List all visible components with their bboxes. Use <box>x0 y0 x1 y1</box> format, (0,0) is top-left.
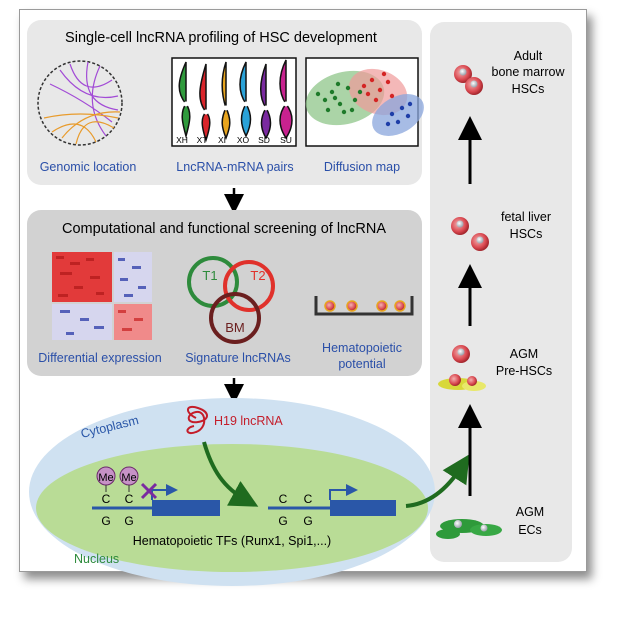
panel-mid: Computational and functional screening o… <box>27 210 422 376</box>
stage-fl-line-2: HSCs <box>510 227 543 241</box>
nucleus-label: Nucleus <box>74 552 119 566</box>
base-c-1: C <box>102 492 111 506</box>
caption-signature-lncrnas: Signature lncRNAs <box>185 351 291 365</box>
base-c-4: C <box>304 492 313 506</box>
stage-adult-bm-hsc: Adult bone marrow HSCs <box>454 49 565 96</box>
base-c-3: C <box>279 492 288 506</box>
violin-plot: XH XT XI XO SD SU <box>171 57 297 147</box>
gene-active: C C G G <box>268 484 396 528</box>
violin-label-su: SU <box>280 135 292 145</box>
base-g-3: G <box>278 514 287 528</box>
venn-label-t1: T1 <box>202 268 217 283</box>
stage-adult-line-1: Adult <box>514 49 543 63</box>
methyl-label-2: Me <box>121 472 136 484</box>
panel-bottom: Cytoplasm Nucleus H19 lncRNA Me Me C C G… <box>29 398 470 586</box>
stage-adult-line-3: HSCs <box>512 82 545 96</box>
gene-to-stage-arrow <box>405 454 470 508</box>
stage-fl-line-1: fetal liver <box>501 210 551 224</box>
panel-top: Single-cell lncRNA profiling of HSC deve… <box>27 20 424 185</box>
diffusion-map <box>305 57 424 147</box>
caption-differential-expression: Differential expression <box>38 351 161 365</box>
methyl-label-1: Me <box>98 472 113 484</box>
base-g-2: G <box>124 514 133 528</box>
stage-pre-line-1: AGM <box>510 347 538 361</box>
base-c-2: C <box>125 492 134 506</box>
panel-mid-title: Computational and functional screening o… <box>62 221 386 237</box>
stage-pre-line-2: Pre-HSCs <box>496 364 552 378</box>
caption-hematopoietic: Hematopoietic <box>322 341 402 355</box>
violin-label-xh: XH <box>176 135 188 145</box>
stage-ec-line-2: ECs <box>518 523 542 537</box>
violin-label-xo: XO <box>237 135 250 145</box>
venn-label-bm: BM <box>225 320 245 335</box>
venn-diagram: T1 T2 BM <box>187 256 275 344</box>
base-g-1: G <box>101 514 110 528</box>
heatmap <box>52 252 152 340</box>
lncrna-label: H19 lncRNA <box>214 414 283 428</box>
caption-diffusion-map: Diffusion map <box>324 160 400 174</box>
stage-agm-pre-hsc: AGM Pre-HSCs <box>438 345 552 391</box>
violin-label-xi: XI <box>218 135 226 145</box>
stage-ec-line-1: AGM <box>516 505 544 519</box>
venn-label-t2: T2 <box>250 268 265 283</box>
caption-potential: potential <box>338 357 385 371</box>
stage-adult-line-2: bone marrow <box>492 65 566 79</box>
base-g-4: G <box>303 514 312 528</box>
lncrna-squiggle <box>186 406 208 435</box>
culture-dish <box>314 296 414 316</box>
block-x-icon <box>140 482 158 500</box>
stage-agm-ec: AGM ECs <box>436 505 544 539</box>
circos-plot <box>37 60 123 146</box>
violin-label-sd: SD <box>258 135 270 145</box>
caption-lncrna-mrna-pairs: LncRNA-mRNA pairs <box>176 160 293 174</box>
lncrna-effect-arrow <box>202 441 259 507</box>
caption-genomic-location: Genomic location <box>40 160 137 174</box>
stage-fetal-liver-hsc: fetal liver HSCs <box>451 210 551 251</box>
gene-methylated: Me Me C C G G <box>92 466 220 528</box>
panel-top-title: Single-cell lncRNA profiling of HSC deve… <box>65 30 377 46</box>
tf-caption: Hematopoietic TFs (Runx1, Spi1,...) <box>133 534 331 548</box>
violin-label-xt: XT <box>197 135 208 145</box>
